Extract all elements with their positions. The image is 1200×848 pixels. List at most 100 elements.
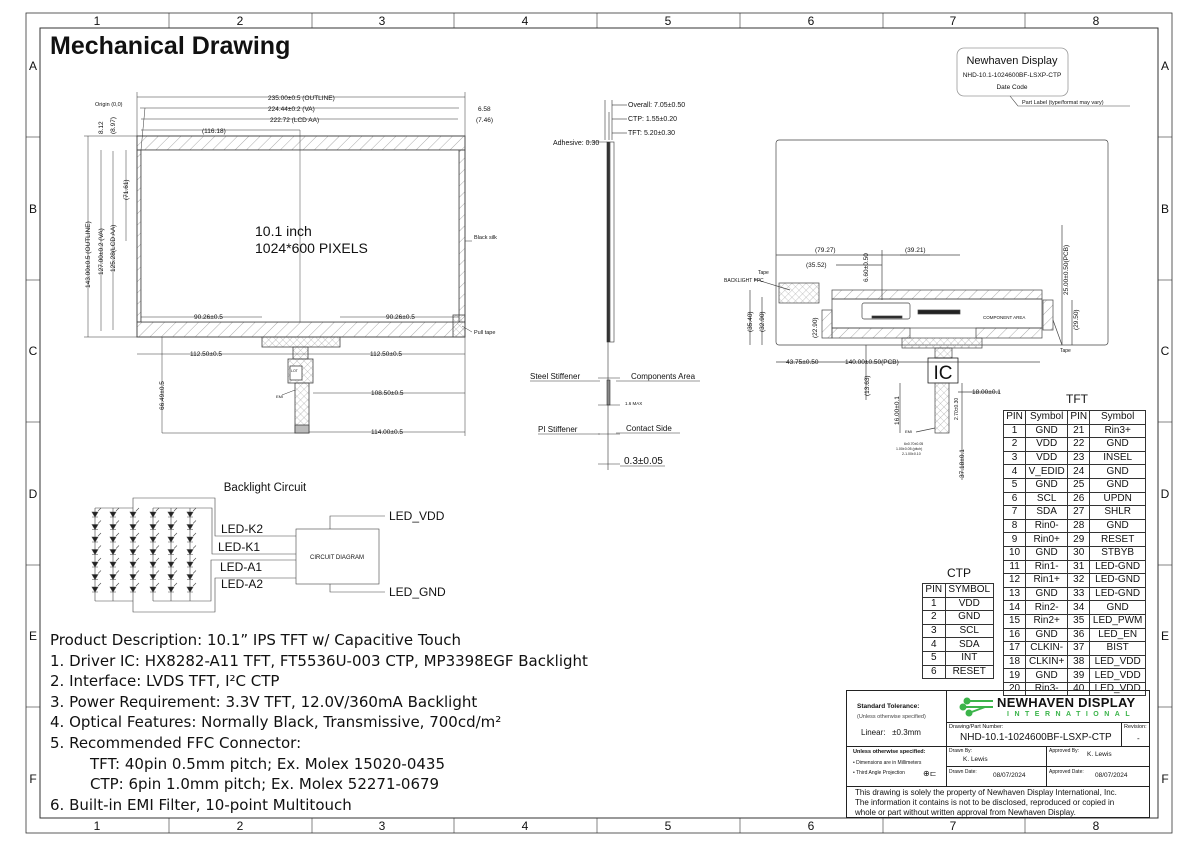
led-icon: [91, 570, 102, 581]
dim-va-width: 224.44±0.2 (VA): [268, 106, 315, 113]
dim-rear-7: (32.90): [759, 311, 766, 332]
col-label: 6: [808, 819, 815, 833]
table-cell: GND: [1025, 627, 1069, 643]
backlight-fpc-label: BACKLIGHT FPC: [724, 278, 764, 284]
pi-stiffener-label: PI Stiffener: [538, 425, 578, 434]
dim-rear-12: (13.63): [864, 375, 871, 396]
led-vdd-label: LED_VDD: [389, 509, 445, 523]
led-a2-label: LED-A2: [221, 577, 263, 591]
tft-table-title: TFT: [1066, 392, 1088, 406]
table-cell: 6: [922, 664, 946, 680]
origin-label: Origin (0,0): [95, 102, 123, 108]
table-cell: LED_VDD: [1089, 668, 1146, 683]
units-note: • Dimensions are in Millimeters: [853, 760, 922, 766]
table-cell: PIN: [1067, 410, 1091, 425]
dim-rear-19: 37.18±0.1: [959, 449, 966, 478]
col-label: 7: [950, 14, 957, 28]
overall-thickness: Overall: 7.05±0.50: [628, 102, 685, 109]
table-cell: 5: [922, 650, 946, 666]
col-label: 6: [808, 14, 815, 28]
dim-rear-3: (35.52): [806, 262, 827, 269]
logo-main: NEWHAVEN DISPLAY: [997, 695, 1136, 710]
table-cell: 19: [1002, 668, 1027, 683]
dim-center-x: (116.18): [202, 128, 226, 135]
dim-rear-4: 6.60±0.50: [863, 253, 870, 282]
table-cell: 4: [922, 637, 946, 652]
col-label: 5: [665, 14, 672, 28]
table-cell: 4: [1002, 464, 1027, 479]
dim-outline-width: 235.00±0.5 (OUTLINE): [268, 95, 335, 102]
table-cell: 9: [1002, 532, 1027, 547]
led-icon: [129, 520, 140, 531]
table-cell: 32: [1067, 573, 1091, 588]
part-number: NHD-10.1-1024600BF-LSXP-CTP: [960, 732, 1112, 743]
led-icon: [109, 570, 120, 581]
description-line: Product Description: 10.1” IPS TFT w/ Ca…: [50, 631, 461, 649]
table-cell: 3: [1002, 450, 1027, 466]
row-label: C: [29, 344, 38, 358]
display-size-label: 10.1 inch: [255, 223, 312, 239]
rear-view: (79.27) (39.21) (35.52) 6.60±0.50 25.00±…: [724, 139, 1109, 480]
col-label: 2: [237, 14, 244, 28]
table-cell: SCL: [1025, 491, 1069, 507]
dim-right-va: 6.58: [478, 106, 491, 113]
table-cell: CLKIN+: [1025, 654, 1069, 670]
dim-rear-10: 43.75±0.50: [786, 359, 819, 366]
led-icon: [167, 520, 178, 531]
description-line: TFT: 40pin 0.5mm pitch; Ex. Molex 15020-…: [90, 754, 445, 773]
emi-label: EMI: [276, 394, 283, 399]
row-label: B: [1161, 202, 1169, 216]
led-icon: [149, 557, 160, 568]
led-k2-label: LED-K2: [221, 522, 263, 536]
dim-rear-2: (39.21): [905, 247, 926, 254]
part-number-label: Drawing/Part Number:: [949, 724, 1004, 730]
row-label: F: [29, 772, 36, 786]
dim-half-right: 112.50±0.5: [370, 351, 402, 358]
title-block: Standard Tolerance: (Unless otherwise sp…: [846, 690, 1150, 818]
table-cell: 12: [1002, 573, 1027, 588]
projection-note: • Third Angle Projection: [853, 770, 905, 776]
table-cell: 11: [1002, 559, 1027, 575]
led-icon: [149, 507, 160, 518]
tape-label: Tape: [1060, 348, 1071, 354]
resolution-label: 1024*600 PIXELS: [255, 240, 368, 256]
table-cell: GND: [1025, 423, 1069, 439]
drawn-by-label: Drawn By:: [949, 748, 973, 754]
led-icon: [129, 582, 140, 593]
table-cell: 26: [1067, 491, 1091, 507]
table-cell: 24: [1067, 464, 1091, 479]
col-label: 4: [522, 819, 529, 833]
led-icon: [129, 532, 140, 543]
disclaimer-line: whole or part without written approval f…: [855, 808, 1076, 817]
table-cell: INT: [944, 650, 994, 666]
ctp-thickness: CTP: 1.55±0.20: [628, 116, 677, 123]
dim-rear-15: 2.70±0.30: [954, 398, 960, 420]
table-cell: PIN: [1002, 410, 1027, 425]
col-label: 8: [1093, 14, 1100, 28]
dim-rear-17: 1.00±0.05 (pitch): [896, 447, 922, 451]
table-cell: 1: [922, 596, 946, 612]
newhaven-logo-icon: [959, 695, 994, 717]
table-cell: 31: [1067, 559, 1091, 575]
table-cell: LED-GND: [1089, 573, 1146, 588]
tape-label: Tape: [758, 270, 769, 276]
table-cell: LED_VDD: [1089, 681, 1146, 697]
led-gnd-label: LED_GND: [389, 585, 446, 599]
table-cell: RESET: [944, 664, 994, 680]
led-icon: [91, 582, 102, 593]
adhesive-thickness: Adhesive: 0.30: [553, 140, 599, 147]
table-cell: 37: [1067, 641, 1091, 656]
table-cell: V_EDID: [1025, 464, 1069, 479]
part-label-note: Part Label (type/format may vary): [1022, 100, 1104, 106]
led-icon: [109, 545, 120, 556]
table-cell: 6: [1002, 491, 1027, 507]
table-cell: INSEL: [1089, 450, 1146, 466]
table-cell: RESET: [1089, 532, 1146, 547]
dim-rear-14: 16.00±0.1: [894, 396, 901, 425]
led-icon: [149, 545, 160, 556]
